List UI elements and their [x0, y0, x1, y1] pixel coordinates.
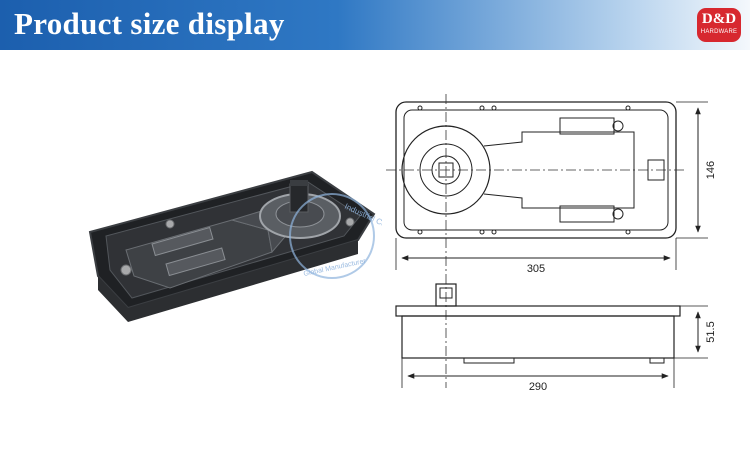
pivot-ring: [419, 143, 473, 197]
page-title: Product size display: [14, 6, 285, 41]
adjust-screw-bottom: [612, 208, 624, 220]
spindle-top: [290, 180, 308, 186]
side-view-feet: [463, 357, 515, 364]
screw-left: [120, 264, 132, 276]
hole: [491, 229, 497, 235]
watermark-seal: [289, 193, 375, 279]
valve-block: [647, 159, 665, 181]
spindle: [289, 183, 309, 213]
title-banner: Product size display: [0, 0, 750, 50]
hole: [417, 229, 423, 235]
dimension-drawing: 146 305 51.5 290: [386, 94, 717, 393]
spring-upper: [151, 226, 214, 257]
side-view-top-plate: [395, 305, 681, 317]
dimension-height-label: 51.5: [705, 321, 717, 342]
hole: [417, 105, 423, 111]
screw-upper: [165, 219, 175, 229]
screw-right: [345, 217, 355, 227]
dimension-length-label: 305: [527, 263, 545, 275]
spring-assembly-bottom: [559, 205, 615, 223]
arm-body: [483, 131, 635, 209]
spring-lower: [165, 247, 226, 277]
adjust-screw-top: [612, 120, 624, 132]
pivot-core: [431, 155, 461, 185]
side-view-spindle-cap: [439, 287, 453, 299]
dimension-width-label: 146: [705, 161, 717, 179]
brand-logo-subtext: HARDWARE: [700, 29, 738, 35]
hole: [625, 229, 631, 235]
brand-logo-text: D&D: [701, 11, 737, 27]
product-photo: Industrial Co.,Ltd Global Manufacturer: [88, 170, 382, 322]
brand-logo: D&D HARDWARE: [697, 8, 741, 42]
pivot-square: [438, 162, 454, 178]
side-view-spindle: [435, 283, 457, 307]
dimension-body-length-label: 290: [529, 381, 547, 393]
hole: [491, 105, 497, 111]
side-view-body: [401, 315, 675, 359]
side-view-feet: [649, 357, 665, 364]
hole: [625, 105, 631, 111]
spring-assembly-top: [559, 117, 615, 135]
hole: [479, 105, 485, 111]
hole: [479, 229, 485, 235]
product-tray-side: [98, 240, 358, 322]
pivot-outer: [401, 125, 491, 215]
